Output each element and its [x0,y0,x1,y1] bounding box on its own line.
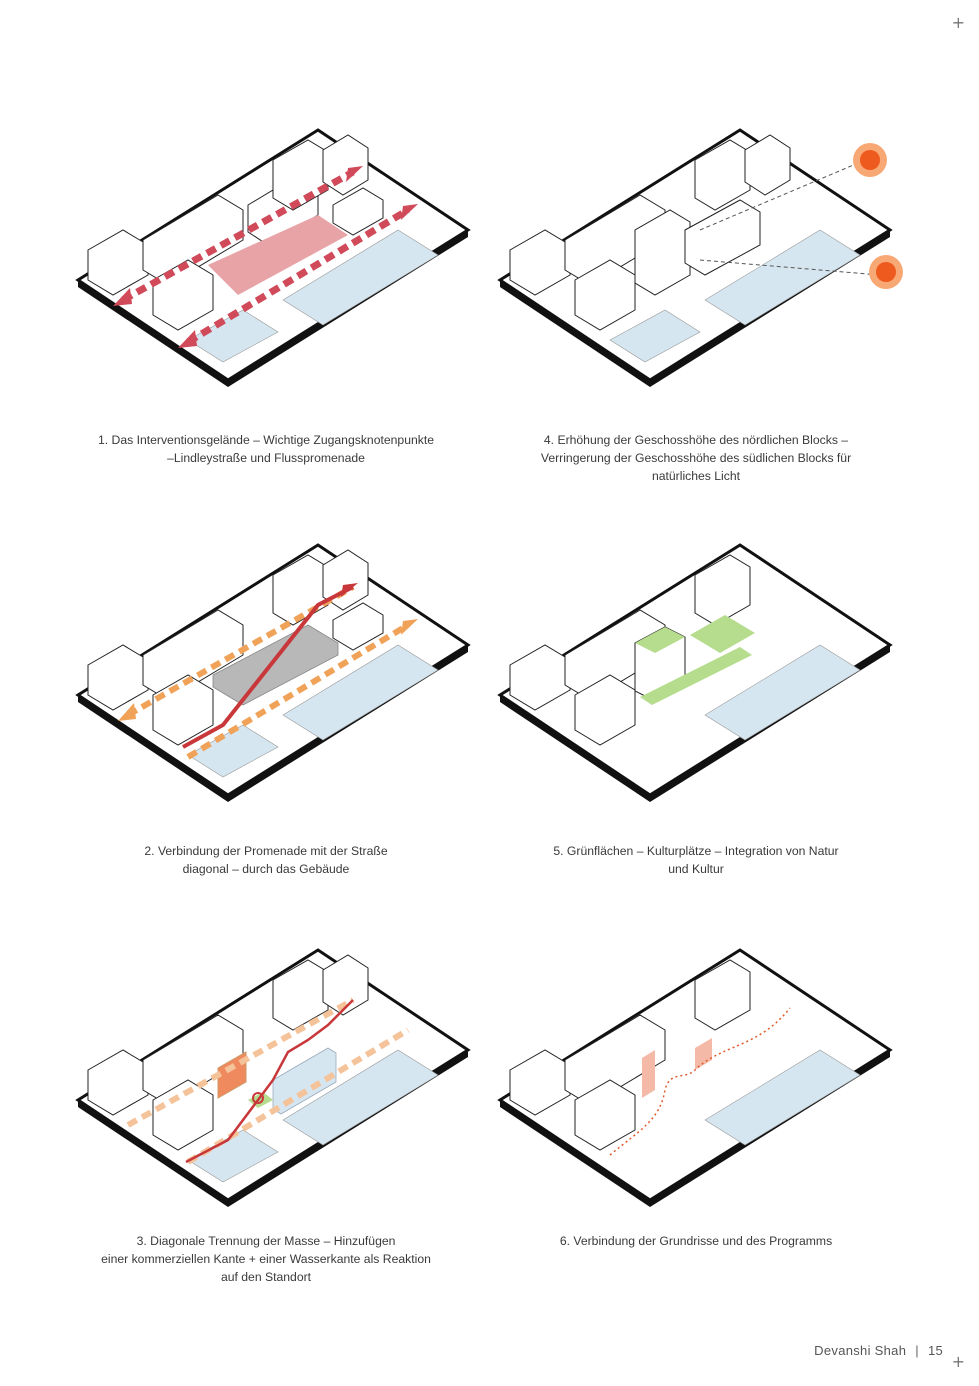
diagram-3-mass-separation [68,930,508,1230]
page-footer: Devanshi Shah | 15 [814,1343,943,1358]
diagram-4-storey-height [490,110,930,410]
diagram-2-diagonal-connection [68,525,508,825]
diagram-1-intervention-site [68,110,508,410]
caption-2: 2. Verbindung der Promenade mit der Stra… [144,844,388,876]
author-name: Devanshi Shah [814,1343,907,1358]
caption-6: 6. Verbindung der Grundrisse und des Pro… [559,1234,833,1248]
caption-5: 5. Grünflächen – Kulturplätze – Integrat… [553,844,839,876]
page-number: 15 [927,1343,943,1358]
footer-separator: | [915,1343,919,1358]
caption-3: 3. Diagonale Trennung der Masse – Hinzuf… [101,1234,431,1284]
diagram-5-green-spaces [490,525,930,825]
crop-mark-top-right: + [951,13,965,32]
crop-mark-bottom-right: + [951,1352,965,1371]
caption-1: 1. Das Interventionsgelände – Wichtige Z… [97,433,435,465]
caption-4: 4. Erhöhung der Geschosshöhe des nördlic… [540,433,852,483]
diagram-6-floorplan-program [490,930,930,1230]
